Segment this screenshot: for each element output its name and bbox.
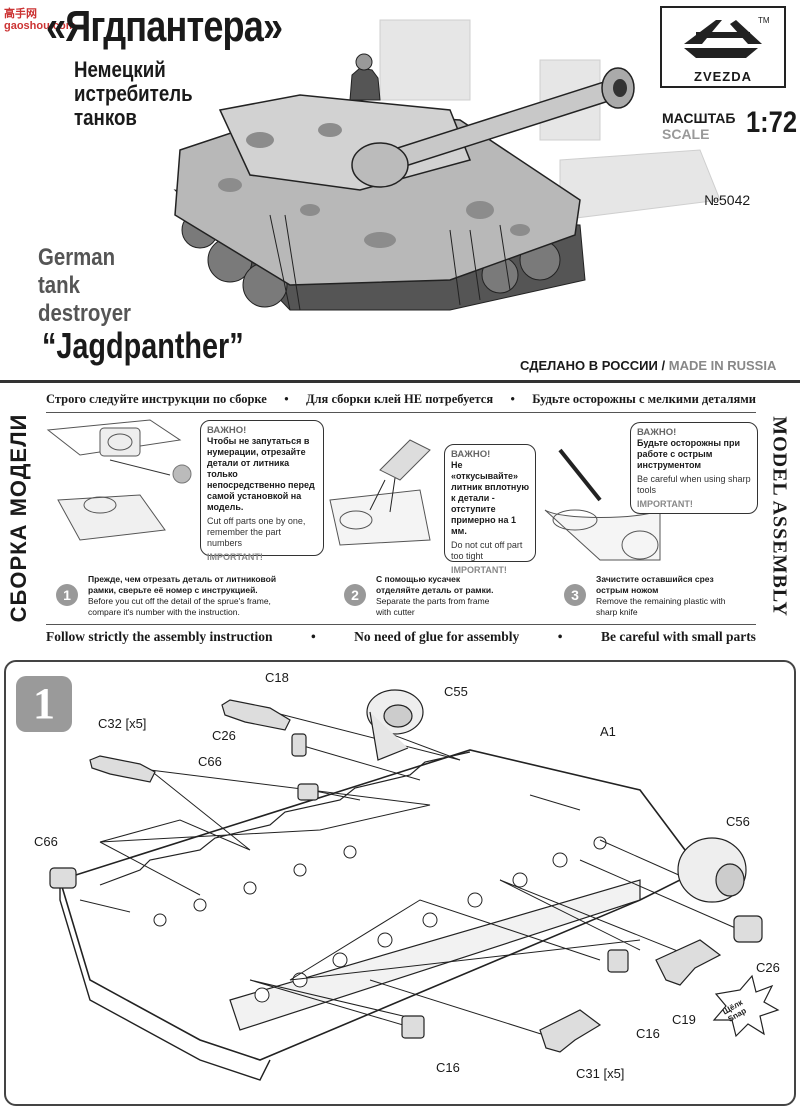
made-in: СДЕЛАНО В РОССИИ / MADE IN RUSSIA bbox=[520, 358, 776, 373]
rule-bullet: • bbox=[284, 392, 289, 406]
zvezda-logo: ZVEZDA bbox=[660, 6, 786, 88]
step-ru: С помощью кусачек отделяйте деталь от ра… bbox=[376, 574, 494, 595]
scale-label-ru: МАСШТАБ bbox=[662, 110, 736, 126]
title-ru: «Ягдпантера» bbox=[46, 2, 283, 51]
part-label: C32 [x5] bbox=[98, 716, 147, 731]
rules-en: Follow strictly the assembly instruction… bbox=[46, 629, 756, 645]
made-separator: / bbox=[661, 358, 666, 373]
part-label: C55 bbox=[444, 684, 468, 699]
note-important: IMPORTANT! bbox=[637, 499, 693, 509]
note-en: Do not cut off part too tight bbox=[451, 540, 523, 561]
part-label: C26 bbox=[212, 728, 236, 743]
rule-en: No need of glue for assembly bbox=[354, 629, 520, 644]
subtitle-ru-line: истребитель bbox=[74, 81, 193, 106]
subtitle-ru-line: Немецкий bbox=[74, 57, 166, 82]
part-label: C16 bbox=[636, 1026, 660, 1041]
note-important: IMPORTANT! bbox=[207, 552, 263, 562]
note-en: Cut off parts one by one, remember the p… bbox=[207, 516, 306, 548]
step-text: Зачистите оставшийся срез острым ножом R… bbox=[596, 574, 746, 618]
step-text: С помощью кусачек отделяйте деталь от ра… bbox=[376, 574, 506, 618]
title-en: “Jagdpanther” bbox=[42, 325, 244, 366]
part-label: C19 bbox=[672, 1012, 696, 1027]
important-note: ВАЖНО! Чтобы не запутаться в нумерации, … bbox=[200, 420, 324, 562]
note-head: ВАЖНО! bbox=[207, 425, 247, 436]
step-en: Before you cut off the detail of the spr… bbox=[88, 596, 271, 617]
note-important: IMPORTANT! bbox=[451, 565, 507, 575]
subtitle-en-line: tank bbox=[38, 272, 80, 299]
rule-line bbox=[46, 412, 756, 413]
scale-value: 1:72 bbox=[746, 106, 798, 139]
important-note: ВАЖНО! Не «откусывайте» литник вплотную … bbox=[444, 444, 536, 575]
rule-en: Follow strictly the assembly instruction bbox=[46, 629, 273, 644]
subtitle-ru-line: танков bbox=[74, 105, 137, 130]
step-1-number: 1 bbox=[16, 676, 72, 732]
rule-ru: Строго следуйте инструкции по сборке bbox=[46, 392, 267, 406]
subtitle-en-line: German bbox=[38, 244, 116, 271]
note-ru: Чтобы не запутаться в нумерации, отрезай… bbox=[207, 436, 315, 512]
rule-bullet: • bbox=[557, 629, 563, 644]
part-label: C31 [x5] bbox=[576, 1066, 625, 1081]
trademark: TM bbox=[758, 16, 770, 25]
part-label: C66 bbox=[34, 834, 58, 849]
scale-label-en: SCALE bbox=[662, 126, 710, 142]
step-number: 2 bbox=[344, 584, 366, 606]
step-number: 1 bbox=[56, 584, 78, 606]
note-head: ВАЖНО! bbox=[451, 449, 491, 460]
important-note: ВАЖНО! Будьте осторожны при работе с ост… bbox=[630, 422, 758, 514]
part-label: A1 bbox=[600, 724, 616, 739]
step-en: Separate the parts from frame with cutte… bbox=[376, 596, 490, 617]
divider bbox=[0, 380, 800, 383]
made-en: MADE IN RUSSIA bbox=[668, 358, 777, 373]
part-label: C66 bbox=[198, 754, 222, 769]
step-ru: Зачистите оставшийся срез острым ножом bbox=[596, 574, 714, 595]
part-label: C26 bbox=[756, 960, 780, 975]
rule-bullet: • bbox=[510, 392, 515, 406]
rule-line bbox=[46, 624, 756, 625]
note-head: ВАЖНО! bbox=[637, 427, 677, 438]
part-label: C56 bbox=[726, 814, 750, 829]
made-ru: СДЕЛАНО В РОССИИ bbox=[520, 358, 658, 373]
step-number: 3 bbox=[564, 584, 586, 606]
step-en: Remove the remaining plastic with sharp … bbox=[596, 596, 726, 617]
subtitle-en: German tank destroyer bbox=[38, 244, 147, 328]
scale-labels: МАСШТАБ SCALE bbox=[662, 110, 735, 142]
part-label: C16 bbox=[436, 1060, 460, 1075]
catalog-number: №5042 bbox=[704, 192, 751, 208]
rules-ru: Строго следуйте инструкции по сборке • Д… bbox=[46, 392, 756, 407]
assembly-tips-illustrations bbox=[46, 419, 661, 561]
note-ru: Не «откусывайте» литник вплотную к детал… bbox=[451, 460, 530, 536]
subtitle-en-line: destroyer bbox=[38, 300, 131, 327]
rule-ru: Будьте осторожны с мелкими деталями bbox=[532, 392, 756, 406]
subtitle-ru: Немецкий истребитель танков bbox=[74, 58, 214, 130]
rule-bullet: • bbox=[310, 629, 316, 644]
watermark: 高手网 gaoshou.com bbox=[4, 8, 76, 32]
step-ru: Прежде, чем отрезать деталь от литниково… bbox=[88, 574, 277, 595]
note-ru: Будьте осторожны при работе с острым инс… bbox=[637, 438, 741, 470]
rule-ru: Для сборки клей НЕ потребуется bbox=[305, 392, 494, 406]
tank-illustration bbox=[173, 19, 721, 311]
part-label: C18 bbox=[265, 670, 289, 685]
rule-en: Be careful with small parts bbox=[600, 629, 756, 644]
step-1-panel bbox=[4, 660, 796, 1106]
step-text: Прежде, чем отрезать деталь от литниково… bbox=[88, 574, 288, 618]
note-en: Be careful when using sharp tools bbox=[637, 474, 751, 495]
brand-name: ZVEZDA bbox=[694, 69, 752, 84]
